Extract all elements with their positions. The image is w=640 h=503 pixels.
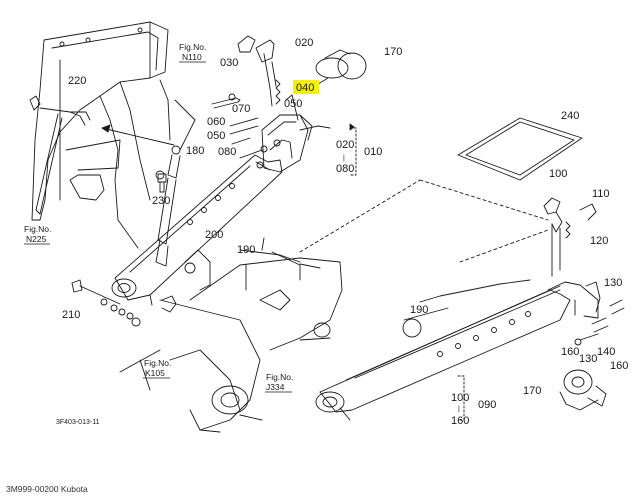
ball-170-bottom <box>559 369 607 411</box>
label-010: 010 <box>364 146 382 158</box>
pin-020-030 <box>237 35 277 107</box>
label-110: 110 <box>592 188 610 200</box>
fig-n110-label: Fig.No. <box>179 42 206 52</box>
bracket-220 <box>29 95 91 215</box>
label-100a: 100 <box>549 168 567 180</box>
axle-housing <box>119 257 343 433</box>
label-200: 200 <box>205 229 223 241</box>
pin-100-110-120 <box>543 197 597 277</box>
bracket-090 <box>457 375 465 421</box>
label-160c: 160 <box>451 415 469 427</box>
label-190a: 190 <box>237 244 255 256</box>
label-090: 090 <box>478 399 496 411</box>
svg-text:|: | <box>343 155 345 162</box>
label-240: 240 <box>561 110 579 122</box>
svg-text:|: | <box>458 406 460 413</box>
manual-240 <box>457 117 583 181</box>
fig-n225-code: N225 <box>26 234 47 244</box>
label-130a: 130 <box>604 277 622 289</box>
label-190b: 190 <box>410 304 428 316</box>
ball-170-top <box>315 49 367 85</box>
pins-130 <box>574 299 625 346</box>
chain-190 <box>299 263 531 338</box>
label-140: 140 <box>597 346 615 358</box>
fig-k105-code: K105 <box>145 368 165 378</box>
top-link-bracket <box>255 94 331 173</box>
linch-pin-070 <box>211 93 241 109</box>
label-040: 040 <box>296 82 314 94</box>
label-180: 180 <box>186 145 204 157</box>
label-170a: 170 <box>384 46 402 58</box>
drawing-number: 3F403-013-11 <box>56 419 100 426</box>
label-120: 120 <box>590 235 608 247</box>
label-030: 030 <box>220 57 238 69</box>
tractor-frame <box>31 21 196 249</box>
label-020: 020 <box>295 37 313 49</box>
label-080b: 080 <box>336 163 354 175</box>
label-020b: 020 <box>336 139 354 151</box>
image-caption: 3M999-00200 Kubota <box>6 484 88 494</box>
left-lower-link <box>111 154 283 306</box>
fig-k105-label: Fig.No. <box>144 358 171 368</box>
bolt-230 <box>157 173 167 193</box>
label-160b: 160 <box>610 360 628 372</box>
right-lower-link <box>315 285 571 421</box>
label-050b: 050 <box>207 130 225 142</box>
label-230: 230 <box>152 195 170 207</box>
label-130b: 130 <box>579 353 597 365</box>
part-labels: 020 030 040 050 070 060 050 080 170 020 … <box>62 37 628 427</box>
spring-040 <box>275 79 281 105</box>
label-060: 060 <box>207 116 225 128</box>
hook-end-right <box>547 281 601 319</box>
fig-n110-code: N110 <box>182 52 202 62</box>
lift-rod-180 <box>155 145 181 267</box>
label-070: 070 <box>232 103 250 115</box>
fig-j334-label: Fig.No. <box>266 372 293 382</box>
label-100b: 100 <box>451 392 469 404</box>
fig-n225-label: Fig.No. <box>24 224 51 234</box>
pins-060-050-080 <box>229 117 268 159</box>
highlight-040 <box>293 80 319 94</box>
figure-refs: Fig.No. N110 Fig.No. N225 Fig.No. K105 F… <box>24 42 293 393</box>
fig-j334-code: J334 <box>266 382 285 392</box>
label-160a: 160 <box>561 346 579 358</box>
bolt-210 <box>71 279 141 327</box>
label-080a: 080 <box>218 146 236 158</box>
bracket-010 <box>349 123 357 176</box>
label-170b: 170 <box>523 385 541 397</box>
stabilizer-200-190 <box>184 249 301 291</box>
label-050a: 050 <box>284 98 302 110</box>
label-220: 220 <box>68 75 86 87</box>
label-210: 210 <box>62 309 80 321</box>
